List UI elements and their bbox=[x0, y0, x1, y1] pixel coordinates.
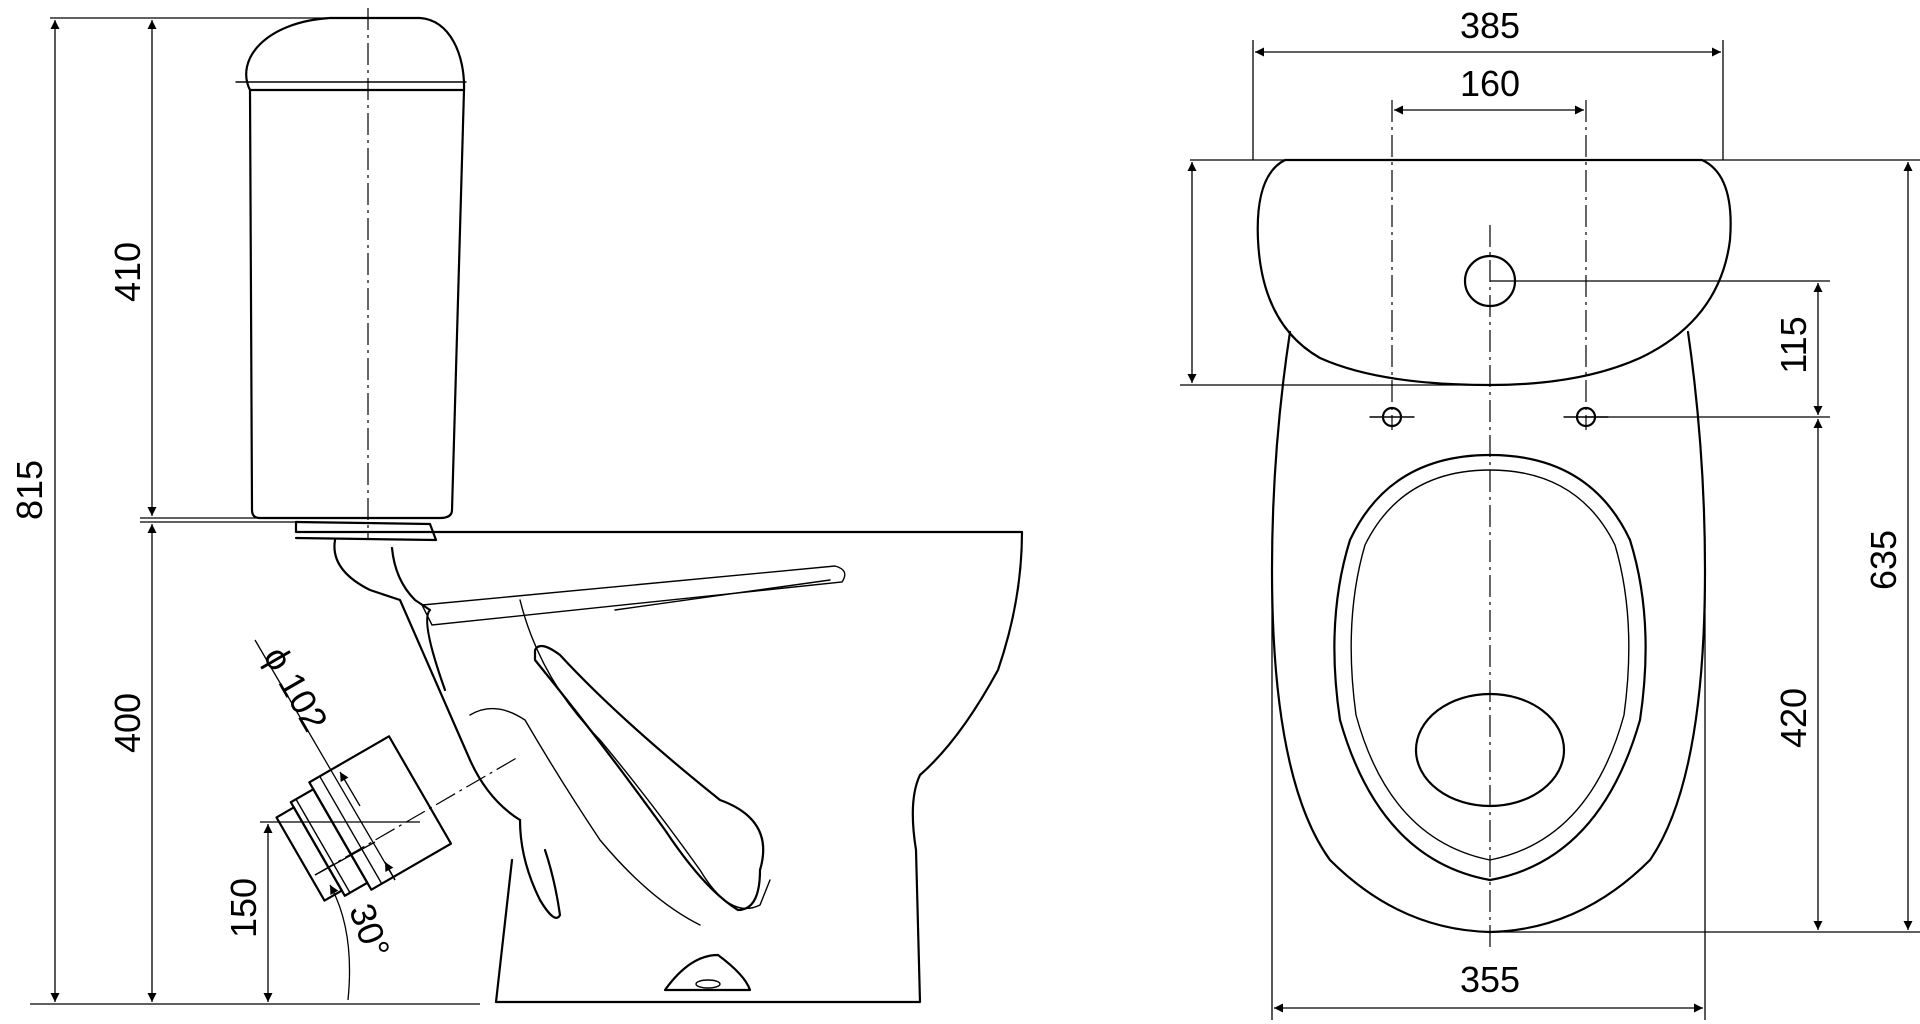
dimension-160-label: 160 bbox=[1460, 63, 1520, 104]
bowl-top-outline bbox=[1270, 330, 1707, 934]
dimension-400: 400 bbox=[107, 524, 157, 1002]
dimension-385-label: 385 bbox=[1460, 5, 1520, 46]
top-view: 385 160 115 635 420 355 bbox=[1180, 5, 1920, 1020]
dimension-355: 355 bbox=[1274, 959, 1703, 1013]
dimension-160: 160 bbox=[1394, 63, 1584, 115]
rim-outer bbox=[1333, 453, 1647, 882]
outlet-pipe bbox=[275, 735, 453, 902]
dimension-150-label: 150 bbox=[223, 878, 264, 938]
dimension-115: 115 bbox=[1773, 283, 1823, 415]
dimension-635: 635 bbox=[1863, 162, 1913, 930]
dimension-diameter-102: ϕ 102 bbox=[254, 639, 396, 881]
dimension-410-label: 410 bbox=[107, 242, 148, 302]
dimension-420: 420 bbox=[1773, 419, 1823, 930]
dimension-815-label: 815 bbox=[9, 460, 50, 520]
bowl-outline bbox=[294, 520, 1024, 1004]
cistern-top-outline bbox=[1256, 158, 1732, 387]
dimension-420-label: 420 bbox=[1773, 688, 1814, 748]
dimension-400-label: 400 bbox=[107, 693, 148, 753]
dimension-635-label: 635 bbox=[1863, 530, 1904, 590]
cistern-outline bbox=[235, 16, 467, 520]
outlet-axis bbox=[314, 755, 521, 876]
dimension-385: 385 bbox=[1255, 5, 1721, 57]
dimension-150: 150 bbox=[223, 824, 273, 1002]
dimension-angle-30-label: 30° bbox=[341, 898, 398, 963]
dimension-115-label: 115 bbox=[1773, 316, 1814, 373]
dimension-diameter-102-label: ϕ 102 bbox=[256, 639, 337, 738]
dimension-355-label: 355 bbox=[1460, 959, 1520, 1000]
dimension-815: 815 bbox=[9, 20, 60, 1002]
dimension-410: 410 bbox=[107, 20, 157, 516]
side-view: 815 410 400 150 ϕ 102 30° bbox=[9, 8, 1024, 1005]
